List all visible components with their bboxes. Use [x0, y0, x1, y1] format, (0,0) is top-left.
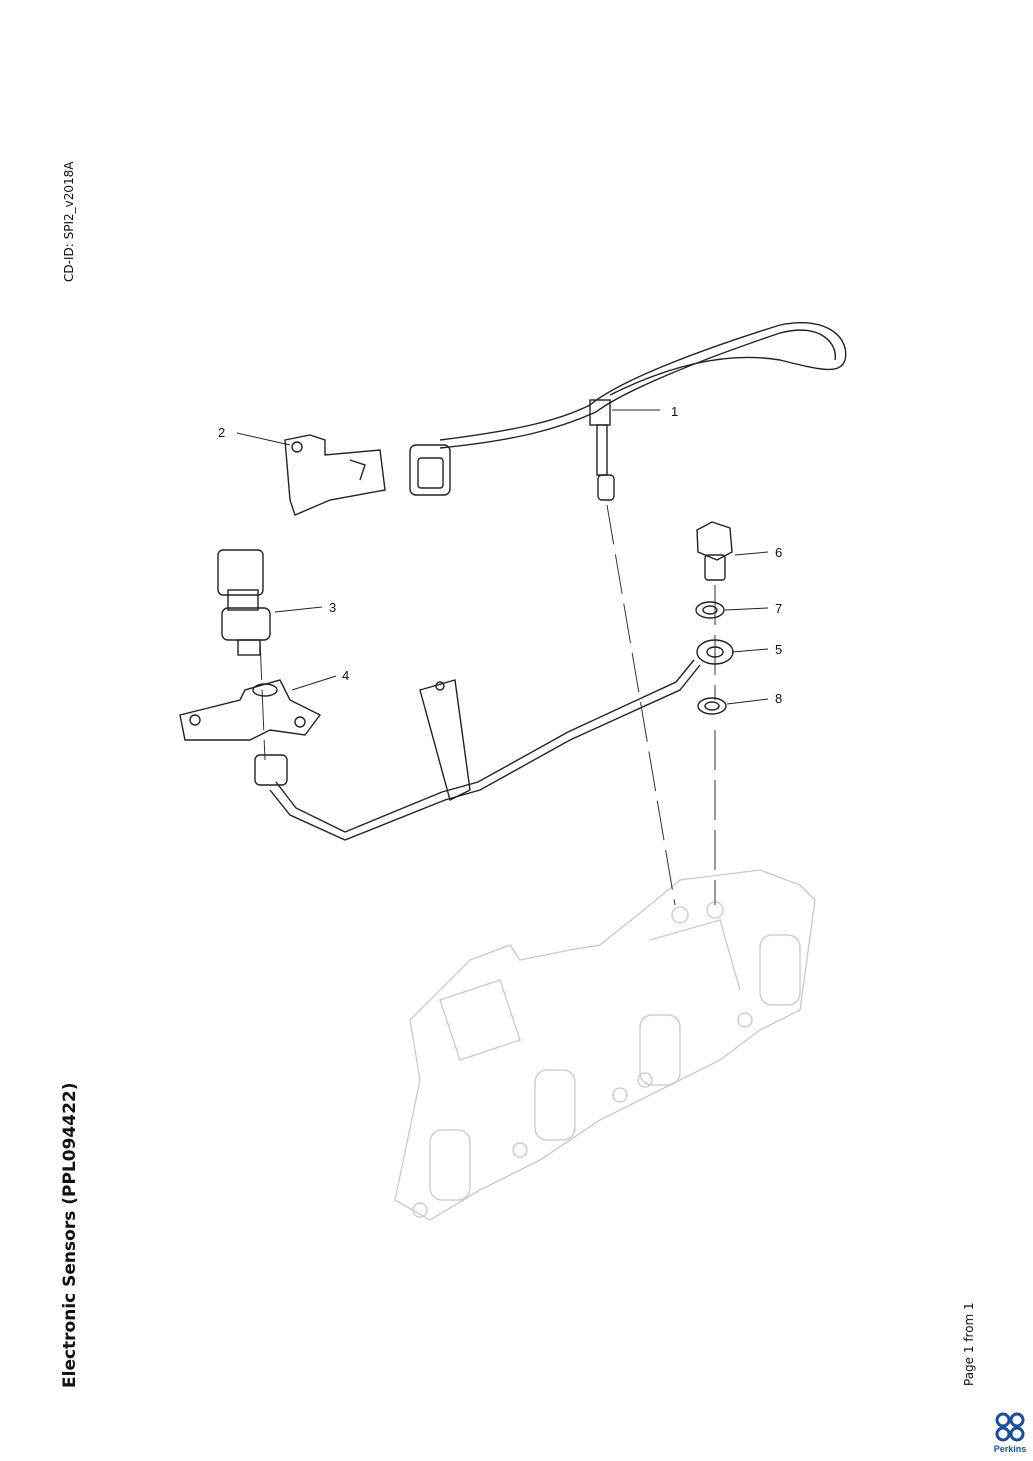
perkins-logo: Perkins: [990, 1412, 1030, 1454]
callout-3: 3: [329, 600, 336, 615]
perkins-emblem-icon: [995, 1412, 1025, 1442]
part-5-pipe: [254, 639, 734, 841]
callout-2: 2: [218, 425, 225, 440]
callout-4: 4: [342, 668, 349, 683]
callout-7: 7: [775, 601, 782, 616]
part-8-washer: [697, 697, 727, 715]
brand-name: Perkins: [993, 1444, 1027, 1454]
part-7-washer: [695, 601, 725, 619]
part-2-bracket: [284, 434, 386, 516]
part-3-pressure-sensor: [217, 549, 271, 656]
exhaust-manifold: [394, 869, 816, 1221]
center-lines: [259, 504, 716, 906]
leader-lines: [236, 409, 769, 705]
callout-8: 8: [775, 691, 782, 706]
callout-1: 1: [671, 404, 678, 419]
part-4-bracket: [179, 679, 322, 741]
callout-6: 6: [775, 545, 782, 560]
part-6-banjo-bolt: [696, 521, 733, 581]
part-1-temperature-sensor: [409, 322, 847, 501]
callout-5: 5: [775, 642, 782, 657]
